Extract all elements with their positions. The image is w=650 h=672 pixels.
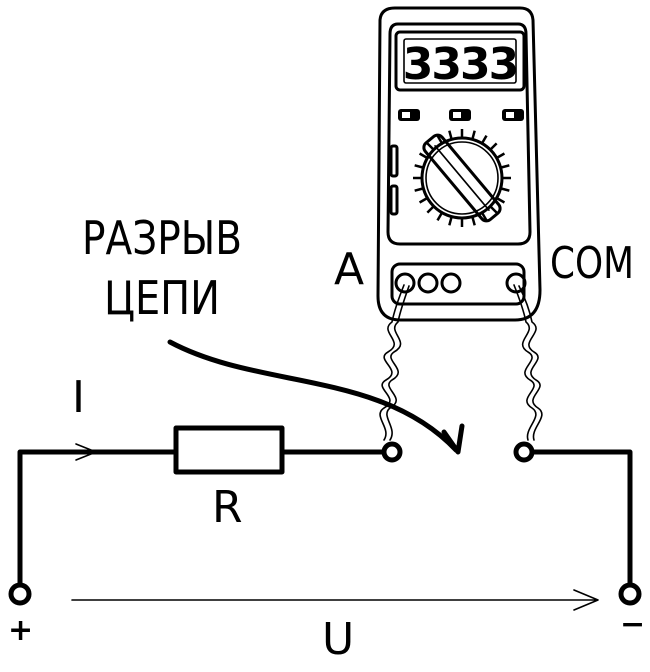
test-lead-a-inner	[386, 285, 410, 441]
input-jacks	[390, 262, 527, 306]
source-terminal-plus[interactable]	[8, 582, 32, 606]
dial-tick	[471, 130, 476, 139]
dial-tick	[496, 152, 506, 159]
jack-a[interactable]	[394, 272, 416, 294]
wire-left	[17, 449, 179, 586]
multimeter-body	[376, 6, 542, 322]
label-terminal-com: COM	[550, 238, 634, 289]
label-plus: +	[8, 613, 33, 648]
break-pointer-arrowhead	[441, 423, 465, 455]
dial-tick	[501, 187, 510, 192]
label-break-line2: ЦЕПИ	[104, 271, 220, 325]
dial-tick	[471, 217, 476, 226]
label-minus: −	[620, 607, 645, 642]
dial-tick	[481, 212, 488, 222]
current-arrow	[59, 443, 97, 461]
resistor	[173, 425, 285, 475]
rotary-dial[interactable]	[413, 129, 511, 227]
break-pointer-arrow	[167, 339, 459, 453]
dial-tick	[418, 197, 428, 204]
multimeter-display	[394, 30, 526, 92]
label-break-line1: РАЗРЫВ	[82, 211, 242, 265]
display-digits: 3333	[403, 39, 517, 90]
multimeter: 3333	[376, 6, 542, 322]
label-voltage: U	[322, 614, 354, 665]
dial-tick	[436, 212, 443, 222]
dial-tick	[436, 134, 443, 144]
label-current: I	[72, 372, 85, 423]
dial-knob	[422, 133, 502, 223]
jack-2[interactable]	[417, 272, 439, 294]
test-lead-com	[513, 284, 537, 441]
dial-tick	[426, 142, 434, 150]
test-lead-a	[379, 284, 405, 441]
dial-tick	[448, 130, 453, 139]
dial-ticks	[413, 129, 511, 227]
dial-tick	[414, 164, 423, 169]
jack-3[interactable]	[440, 272, 462, 294]
source-terminal-minus[interactable]	[618, 582, 642, 606]
test-lead-com-inner	[518, 285, 543, 441]
voltage-arrow	[71, 589, 599, 611]
break-terminal-a[interactable]	[381, 441, 403, 463]
wire-right	[529, 449, 633, 586]
dial-tick	[414, 187, 423, 192]
dial-tick	[426, 206, 434, 214]
side-switch-lower[interactable]	[389, 184, 399, 216]
side-switch-upper[interactable]	[389, 144, 399, 178]
multimeter-face	[386, 22, 532, 246]
dial-tick	[448, 217, 453, 226]
dial-tick	[490, 206, 498, 214]
dial-tick	[501, 164, 510, 169]
dial-tick	[496, 197, 506, 204]
label-resistor: R	[212, 482, 243, 533]
dial-tick	[490, 142, 498, 150]
dial-tick	[418, 152, 428, 159]
break-terminal-com[interactable]	[513, 441, 535, 463]
dial-tick	[481, 134, 488, 144]
label-terminal-a: A	[334, 244, 364, 295]
